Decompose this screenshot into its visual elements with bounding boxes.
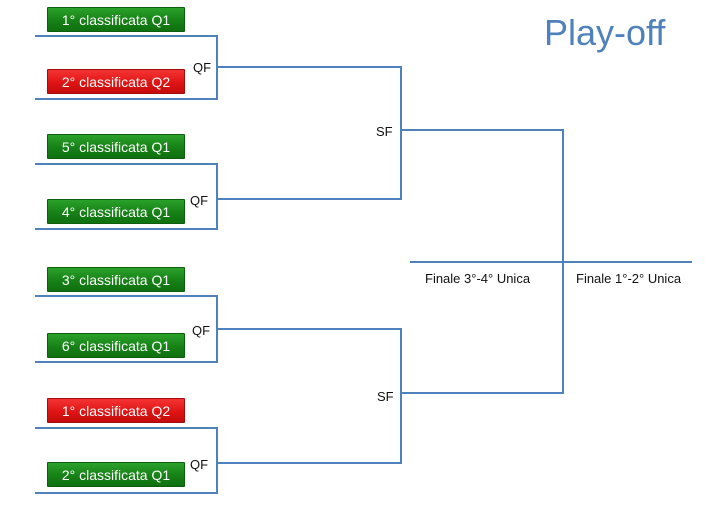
team-box-6: 6° classificata Q1 [47,333,185,358]
team-box-3: 5° classificata Q1 [47,134,185,159]
team-box-1: 1° classificata Q1 [47,7,185,32]
final-third-fourth-label: Finale 3°-4° Unica [425,271,531,286]
qf-label-1: QF [193,60,212,75]
team-box-8: 2° classificata Q1 [47,462,185,487]
team-box-7: 1° classificata Q2 [47,398,185,423]
sf-label-2: SF [377,389,394,404]
qf-label-2: QF [190,193,209,208]
qf-label-4: QF [190,457,209,472]
team-box-5: 3° classificata Q1 [47,267,185,292]
sf-label-1: SF [376,124,393,139]
team-box-2: 2° classificata Q2 [47,69,185,94]
final-first-second-label: Finale 1°-2° Unica [576,271,682,286]
team-box-4: 4° classificata Q1 [47,199,185,224]
qf-label-3: QF [192,323,211,338]
page-title: Play-off [544,12,666,53]
